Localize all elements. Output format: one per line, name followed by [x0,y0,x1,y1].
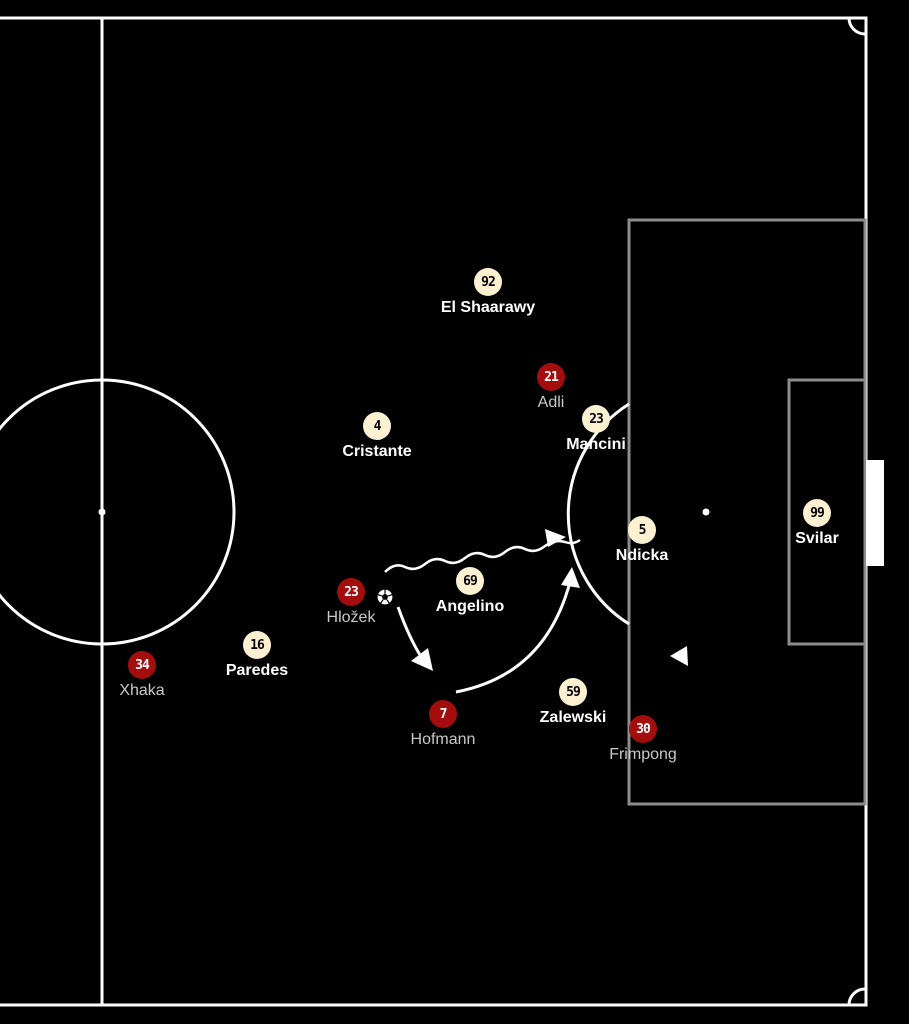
jersey-number-badge: 69 [456,567,484,595]
corner-arc-top [847,17,866,36]
soccer-ball-icon [376,588,394,606]
jersey-number-badge: 23 [582,405,610,433]
dribble-arrowhead [545,529,566,547]
player-name: Xhaka [119,682,165,699]
player-name: Svilar [795,530,839,547]
player-name: Hložek [326,609,376,626]
jersey-number-badge: 59 [559,678,587,706]
jersey-number-badge: 5 [628,516,656,544]
touchline-boundary [0,16,868,1007]
jersey-number-badge: 92 [474,268,502,296]
pointer-arrowhead [670,646,688,666]
player-name: Paredes [225,662,289,679]
jersey-number-badge: 16 [243,631,271,659]
player-name: Angelino [435,598,505,615]
pitch-markings [0,16,868,1007]
run-arrowhead-hofmann [561,567,580,588]
jersey-number-badge: 99 [803,499,831,527]
jersey-number-badge: 4 [363,412,391,440]
player-name: Cristante [342,443,412,460]
penalty-spot [702,508,710,516]
player-name: Frimpong [609,746,677,763]
jersey-number-badge: 23 [337,578,365,606]
center-circle [0,378,236,646]
player-name: Adli [537,394,565,411]
goal [866,460,884,566]
run-path-hofmann [455,581,572,694]
jersey-number-badge: 30 [629,715,657,743]
jersey-number-badge: 21 [537,363,565,391]
player-name: Mancini [566,436,626,453]
jersey-number-badge: 34 [128,651,156,679]
player-name: Ndicka [615,547,669,564]
player-name: El Shaarawy [440,299,536,316]
corner-arc-bottom [847,987,866,1006]
goal-area [787,378,867,646]
player-name: Zalewski [539,709,607,726]
player-name: Hofmann [410,731,476,748]
jersey-number-badge: 7 [429,700,457,728]
pass-arrowhead-to-hofmann [411,648,433,671]
box-markings [627,218,867,806]
center-spot [98,508,106,516]
